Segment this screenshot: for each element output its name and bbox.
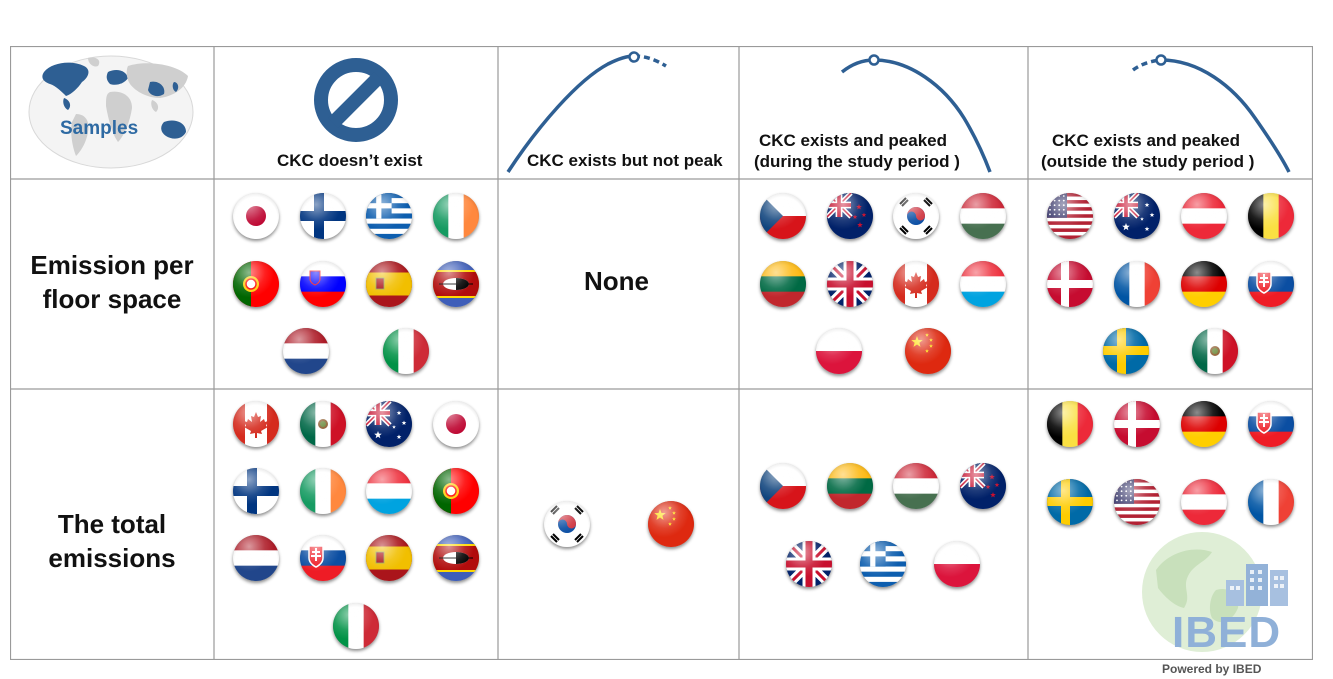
flag-france-icon	[1248, 479, 1294, 525]
comparison-table	[10, 46, 1313, 660]
flag-netherlands-icon	[283, 328, 329, 374]
rising-curve-icon	[506, 51, 667, 173]
flag-portugal-icon	[233, 261, 279, 307]
flag-usa-icon	[1114, 479, 1160, 525]
table-grid-lines	[10, 46, 1313, 660]
flag-belgium-icon	[1248, 193, 1294, 239]
flag-greece-icon	[860, 541, 906, 587]
flag-austria-icon	[1181, 479, 1227, 525]
powered-by-label: Powered by IBED	[1162, 662, 1262, 676]
row-label-total: The total emissions	[10, 507, 214, 575]
ibed-logo-text: IBED	[1172, 608, 1282, 657]
row-label-total-line2: emissions	[48, 543, 176, 573]
flag-slovakia-icon	[1248, 261, 1294, 307]
flag-finland-icon	[300, 193, 346, 239]
flag-uk-icon	[786, 541, 832, 587]
flag-italy-icon	[383, 328, 429, 374]
flag-hungary-icon	[893, 463, 939, 509]
flag-ireland-icon	[433, 193, 479, 239]
flag-czech-icon	[760, 463, 806, 509]
flag-china-icon	[648, 501, 694, 547]
flag-ireland-icon	[300, 468, 346, 514]
flag-belgium-icon	[1047, 401, 1093, 447]
flag-new-zealand-icon	[827, 193, 873, 239]
header-peaked-outside-line2: (outside the study period )	[1041, 152, 1255, 171]
flag-germany-icon	[1181, 261, 1227, 307]
flag-mexico-icon	[300, 401, 346, 447]
flag-lithuania-icon	[760, 261, 806, 307]
none-label: None	[584, 266, 649, 296]
flag-lithuania-icon	[827, 463, 873, 509]
prohibited-icon	[314, 58, 398, 142]
flag-slovakia-icon	[300, 535, 346, 581]
flag-south-korea-icon	[544, 501, 590, 547]
row-label-floor-space-line2: floor space	[42, 284, 182, 314]
row-label-floor-space: Emission per floor space	[10, 248, 214, 316]
flag-canada-icon	[893, 261, 939, 307]
row-label-total-line1: The total	[57, 509, 167, 539]
flag-australia-icon	[366, 401, 412, 447]
flag-austria-icon	[1181, 193, 1227, 239]
flag-luxembourg-icon	[960, 261, 1006, 307]
flag-australia-icon	[1114, 193, 1160, 239]
flag-new-zealand-icon	[960, 463, 1006, 509]
flag-luxembourg-icon	[366, 468, 412, 514]
samples-label: Samples	[60, 118, 139, 139]
header-peaked-during-line2: (during the study period )	[754, 152, 960, 171]
flag-slovenia-icon	[300, 261, 346, 307]
flag-canada-icon	[233, 401, 279, 447]
flag-italy-icon	[333, 603, 379, 649]
flag-denmark-icon	[1047, 261, 1093, 307]
flag-poland-icon	[934, 541, 980, 587]
peaked-curve-icon	[840, 54, 992, 173]
flag-uk-icon	[827, 261, 873, 307]
flag-greece-icon	[366, 193, 412, 239]
header-peaked-outside-line1: CKC exists and peaked	[1052, 131, 1241, 150]
header-peaked-during-line1: CKC exists and peaked	[759, 131, 948, 150]
header-ckc-not-peak: CKC exists but not peak	[527, 151, 723, 170]
flag-slovakia-icon	[1248, 401, 1294, 447]
flag-mexico-icon	[1192, 328, 1238, 374]
flag-sweden-icon	[1103, 328, 1149, 374]
flag-south-korea-icon	[893, 193, 939, 239]
row-label-floor-space-line1: Emission per	[30, 250, 194, 280]
flag-spain-icon	[366, 261, 412, 307]
flag-denmark-icon	[1114, 401, 1160, 447]
ibed-logo-icon	[1142, 532, 1288, 652]
flag-eswatini-icon	[433, 535, 479, 581]
flag-usa-icon	[1047, 193, 1093, 239]
world-map-icon	[28, 55, 194, 169]
flag-japan-icon	[433, 401, 479, 447]
flag-eswatini-icon	[433, 261, 479, 307]
flag-spain-icon	[366, 535, 412, 581]
flag-poland-icon	[816, 328, 862, 374]
flag-germany-icon	[1181, 401, 1227, 447]
flag-portugal-icon	[433, 468, 479, 514]
flag-france-icon	[1114, 261, 1160, 307]
flag-finland-icon	[233, 468, 279, 514]
flag-sweden-icon	[1047, 479, 1093, 525]
flag-china-icon	[905, 328, 951, 374]
peaked-outside-curve-icon	[1131, 54, 1291, 173]
flag-japan-icon	[233, 193, 279, 239]
flag-czech-icon	[760, 193, 806, 239]
flag-netherlands-icon	[233, 535, 279, 581]
flag-hungary-icon	[960, 193, 1006, 239]
header-ckc-not-exist: CKC doesn’t exist	[277, 151, 423, 170]
